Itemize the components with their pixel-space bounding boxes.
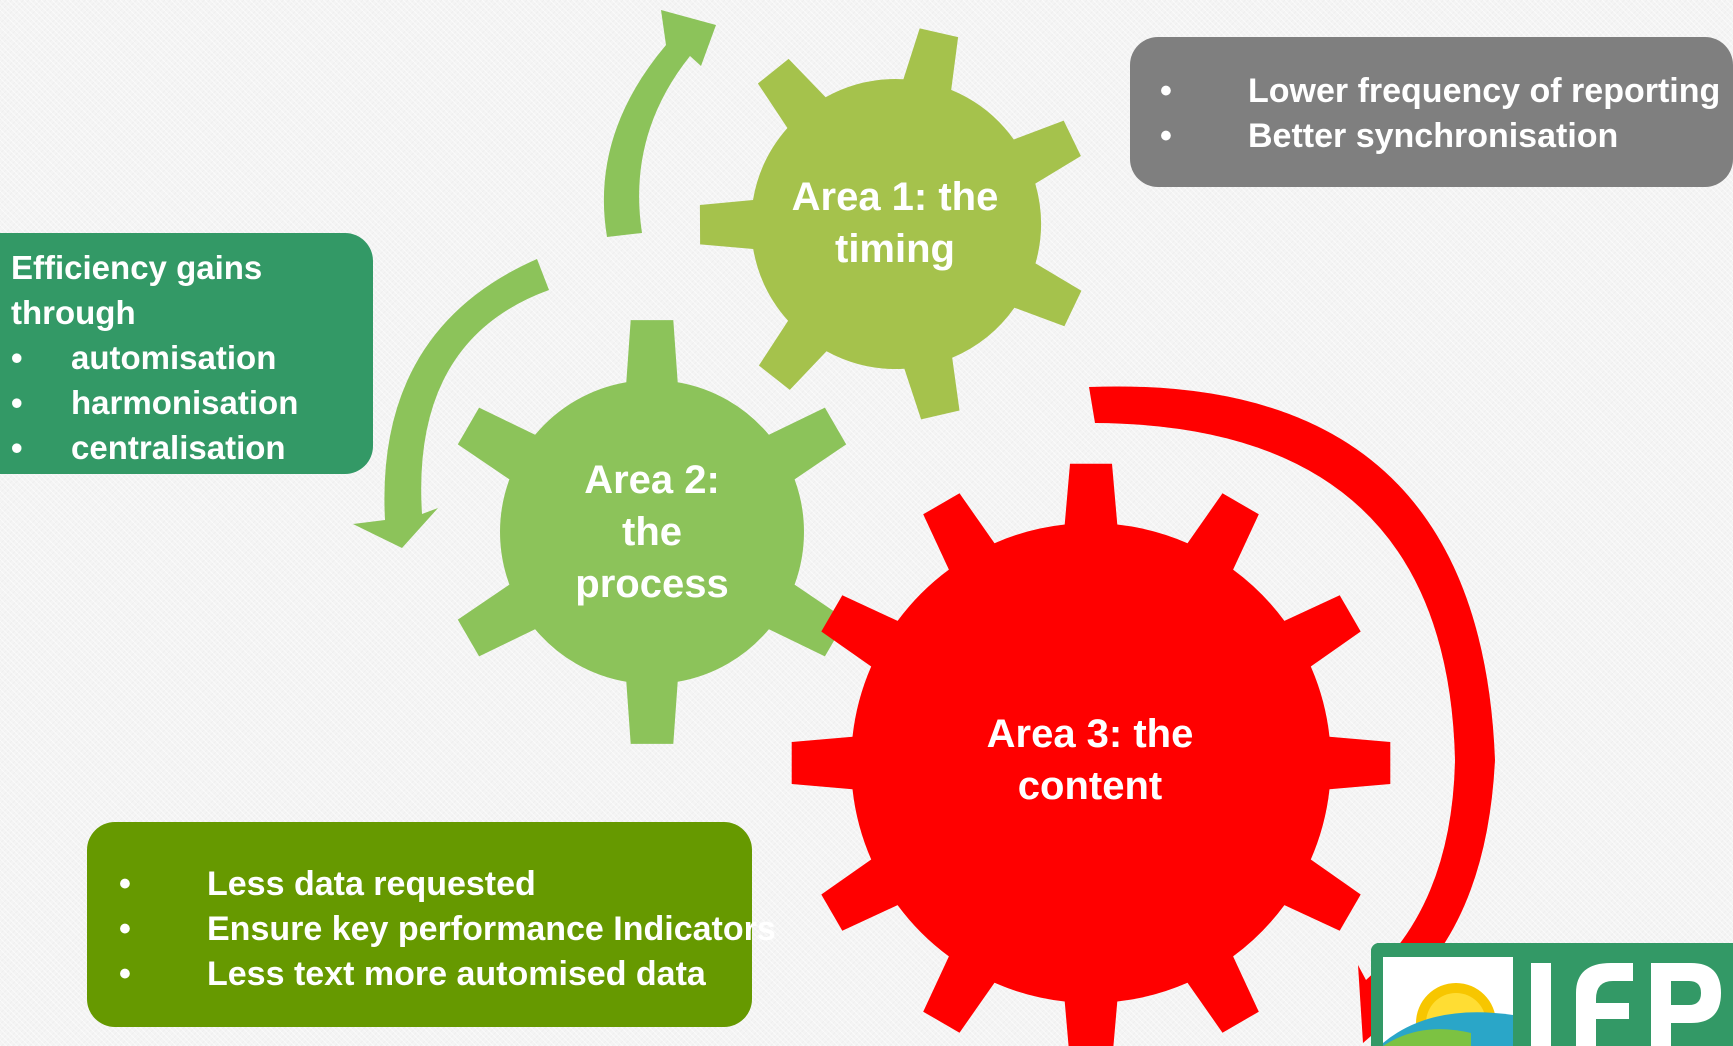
timing-callout-box: • Lower frequency of reporting • Better sy… (1130, 37, 1733, 187)
process-callout-box: Efficiency gains through • automisation •… (0, 233, 373, 474)
list-item: • Lower frequency of reporting (1160, 69, 1733, 114)
list-item: • automisation (11, 335, 373, 380)
process-heading-line1: Efficiency gains (11, 249, 263, 286)
bullet-dot: • (119, 955, 131, 993)
list-item: • Less data requested (119, 862, 752, 907)
logo-graphic (1371, 943, 1733, 1046)
content-bullet-text: Less text more automised data (207, 955, 706, 993)
bullet-dot: • (119, 865, 131, 903)
content-bullet-text: Ensure key performance Indicators (207, 910, 776, 948)
timing-bullet-list: • Lower frequency of reporting • Better sy… (1160, 69, 1733, 159)
gear-label-area3-line2: content (1017, 764, 1163, 808)
gear-area1 (699, 28, 1082, 420)
process-bullet-list: • automisation • harmonisation • centralisa… (11, 335, 373, 470)
list-item: • centralisation (11, 425, 373, 470)
arrow-to-area2 (353, 259, 549, 548)
list-item: • harmonisation (11, 380, 373, 425)
content-bullet-list: • Less data requested • Ensure key perform… (119, 862, 776, 997)
gear-label-area2-line2: the (622, 510, 682, 554)
arrow-to-area1 (603, 10, 716, 237)
list-item: • Ensure key performance Indicators (119, 907, 776, 952)
gear-label-area2: Area 2: the process (502, 452, 802, 612)
process-bullet-text: harmonisation (71, 384, 299, 421)
list-item: • Better synchronisation (1160, 114, 1733, 159)
arrows-layer (353, 10, 1495, 1044)
gear-area3 (791, 463, 1391, 1046)
bullet-dot: • (1160, 72, 1172, 110)
process-bullet-text: centralisation (71, 429, 286, 466)
bullet-dot: • (119, 910, 131, 948)
bullet-dot: • (11, 339, 23, 376)
content-bullet-text: Less data requested (207, 865, 536, 903)
process-bullet-text: automisation (71, 339, 277, 376)
gear-label-area2-line1: Area 2: (584, 458, 720, 502)
timing-bullet-text: Lower frequency of reporting (1248, 72, 1721, 110)
bullet-dot: • (1160, 117, 1172, 155)
logo-iepi-icon (1371, 943, 1733, 1046)
gear-label-area2-line3: process (575, 562, 729, 606)
gear-label-area3-line1: Area 3: the (986, 712, 1194, 756)
gear-label-area1-line2: timing (835, 227, 955, 271)
list-item: • Less text more automised data (119, 952, 752, 997)
timing-bullet-text: Better synchronisation (1248, 117, 1619, 155)
gear-label-area3: Area 3: the content (940, 700, 1240, 820)
gear-label-area1: Area 1: the timing (745, 163, 1045, 283)
content-callout-box: • Less data requested • Ensure key perform… (87, 822, 776, 1027)
gear-label-area1-line1: Area 1: the (791, 175, 999, 219)
gears-layer (457, 28, 1391, 1046)
process-heading-line2: through (11, 294, 136, 331)
gear-area2 (457, 320, 847, 744)
bullet-dot: • (11, 429, 23, 466)
bullet-dot: • (11, 384, 23, 421)
